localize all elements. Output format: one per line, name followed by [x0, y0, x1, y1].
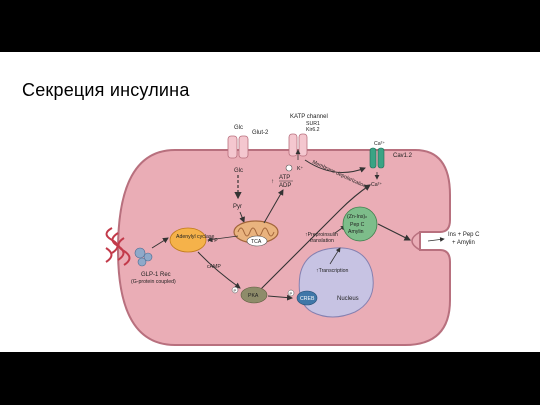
cav12-label: Cav1.2 [393, 153, 413, 159]
preproinsulin-label-2: translation [310, 238, 334, 244]
camp-arrow [197, 251, 241, 289]
cav12-channel [369, 147, 385, 169]
pyruvate-arrow [239, 211, 245, 223]
glp1-receptor [105, 227, 131, 266]
g-protein-beta [143, 252, 153, 262]
g-protein-gamma [137, 257, 147, 267]
secretion-label-2: + Amylin [452, 240, 475, 246]
insulin-granule [342, 206, 378, 242]
katp-channel-label: KATP channel [290, 114, 328, 120]
creb-label: CREB [300, 296, 315, 302]
secretion-label-1: Ins + Pep C [448, 232, 480, 238]
glc-outside-label: Glc [234, 125, 243, 131]
atp-label: ATP [279, 175, 290, 181]
sur1-label: SUR1 [306, 121, 320, 127]
transcription-arrow [329, 247, 341, 265]
depolarization-arrow [304, 159, 366, 173]
adenylyl-cyclase [169, 227, 207, 253]
slide: Секреция инсулина Glc Glut-2 Glc Pyr TCA [0, 52, 540, 352]
transcription-label: ↑Transcription [316, 268, 348, 274]
granule-text-3: Amylin [348, 229, 364, 235]
kir62-label: Kir6.2 [306, 127, 320, 133]
adp-label: ADP [279, 183, 291, 189]
pyruvate-label: Pyr [233, 204, 242, 210]
nucleus-label: Nucleus [337, 296, 359, 302]
phospho-1-label: P [290, 291, 293, 296]
tca-label: TCA [251, 239, 262, 245]
g-protein-coupled-label: (G-protein coupled) [131, 279, 176, 285]
glut2-transporter [227, 135, 249, 159]
preproinsulin-label-1: ↑Preproinsulin [305, 232, 338, 238]
pka-label: PKA [248, 293, 259, 299]
granule-text-2: Pep C [350, 222, 365, 228]
ca-outside-label: Ca²⁺ [374, 141, 385, 147]
nucleus [298, 247, 374, 318]
pka [240, 286, 268, 304]
k-plus-label: K⁺ [297, 166, 303, 172]
atp-to-cyclase-arrow [207, 235, 239, 242]
insulin-secretion-diagram: Glc Glut-2 Glc Pyr TCA KATP channel SUR1… [105, 114, 480, 346]
glc-inside-label: Glc [234, 168, 243, 174]
glut2-label: Glut-2 [252, 130, 269, 136]
glp1-rec-label: GLP-1 Rec [141, 272, 171, 278]
receptor-activation-arrow [151, 237, 169, 249]
atp-substrate-label: ATP [208, 238, 218, 244]
slide-title: Секреция инсулина [22, 80, 190, 100]
inhibit-symbol [285, 164, 293, 172]
g-protein-alpha [134, 247, 146, 259]
atp-ratio-up: ↑ [271, 179, 274, 185]
ca-inside-label: Ca²⁺ [371, 182, 382, 188]
phospho-2-label: P [234, 288, 237, 293]
pka-potentiation-arrow [257, 184, 371, 293]
secretion-arrow [427, 237, 445, 242]
atp-production-arrow [263, 189, 284, 224]
tca-bubble [246, 235, 268, 247]
adenylyl-label: Adenylyl cyclase [176, 234, 214, 240]
creb [296, 290, 318, 306]
exocytosis-arrow [377, 223, 411, 241]
katp-channel [288, 133, 308, 157]
phospho-2 [231, 286, 239, 294]
pka-to-creb-arrow [267, 294, 293, 301]
phospho-1 [287, 289, 295, 297]
granule-text-1: (Zn-Ins)ₙ [347, 214, 367, 220]
secretion-opening [411, 231, 421, 251]
